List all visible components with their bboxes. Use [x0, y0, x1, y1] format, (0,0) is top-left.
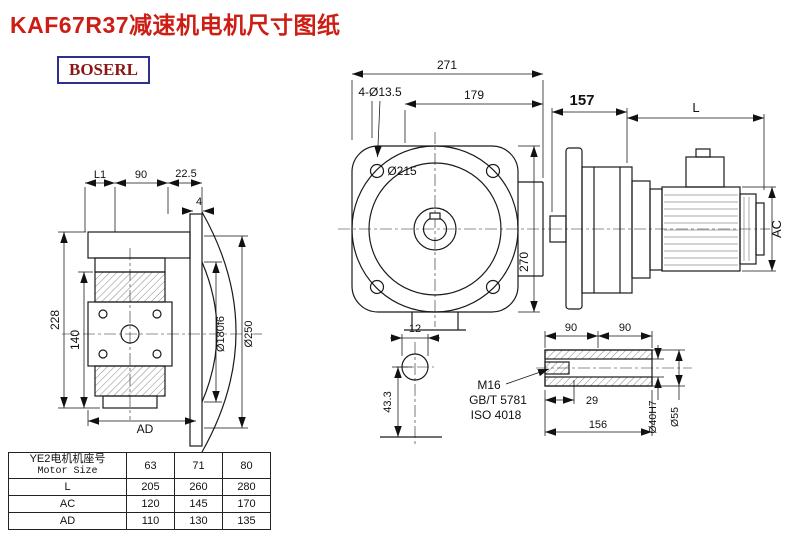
value-AD-63: 110 [126, 512, 175, 530]
row-label-AD: AD [8, 512, 127, 530]
bearing-cap-top [94, 271, 166, 303]
thread-m16-label: M16 [477, 378, 501, 392]
motor-fins [664, 194, 750, 266]
brand-logo: BOSERL [57, 56, 150, 84]
centerlines [62, 132, 770, 444]
dim-bolt-holes: 4-Ø13.5 [358, 85, 402, 99]
table-header-size-80: 80 [222, 452, 271, 479]
dim-bore-dia-40: Ø40H7 [647, 400, 659, 433]
dim-L: L [692, 100, 699, 115]
side-view [549, 147, 765, 310]
dim-43-3: 43.3 [382, 391, 394, 412]
table-header-row: YE2电机机座号 Motor Size 63 71 80 [8, 452, 271, 479]
bolt-hole [369, 279, 385, 295]
dim-90-shaft-left: 90 [565, 322, 577, 334]
table-header-cn: YE2电机机座号 [29, 453, 106, 465]
output-shaft [549, 215, 567, 243]
value-AC-63: 120 [126, 495, 175, 513]
dim-179: 179 [464, 88, 484, 102]
dim-29: 29 [586, 395, 598, 407]
gear-housing [581, 166, 633, 294]
value-L-80: 280 [222, 478, 271, 496]
dim-hub-dia-180: Ø180f6 [215, 316, 227, 352]
value-AC-71: 145 [174, 495, 223, 513]
dim-L1: L1 [94, 169, 106, 181]
bolt-hole [369, 163, 385, 179]
table-row-AD: AD 110 130 135 [8, 512, 271, 530]
table-header-en: Motor Size [37, 466, 98, 477]
dim-22-5: 22.5 [175, 168, 196, 180]
terminal-box [685, 156, 725, 188]
bearing-cap-bottom [94, 365, 166, 397]
row-label-L: L [8, 478, 127, 496]
value-AD-71: 130 [174, 512, 223, 530]
dim-AD: AD [137, 422, 154, 436]
dim-flange-dia-250: Ø250 [243, 321, 255, 348]
dimension-lines [58, 70, 776, 437]
flange-arc [201, 211, 237, 453]
shaft-detail-view [544, 349, 653, 387]
standard-gb-label: GB/T 5781 [469, 393, 527, 407]
dim-height-270: 270 [517, 252, 531, 272]
value-L-71: 260 [174, 478, 223, 496]
bolt-hole [485, 279, 501, 295]
dim-157: 157 [569, 92, 594, 109]
row-label-AC: AC [8, 495, 127, 513]
front-view [351, 145, 544, 331]
table-row-L: L 205 260 280 [8, 478, 271, 496]
left-view [87, 211, 237, 453]
motor-size-table: YE2电机机座号 Motor Size 63 71 80 L 205 260 2… [8, 452, 271, 530]
table-header-size-71: 71 [174, 452, 223, 479]
dim-outer-dia-55: Ø55 [669, 407, 681, 427]
dim-flange-dia-215: Ø215 [387, 164, 417, 178]
dim-4: 4 [196, 196, 202, 208]
dim-156: 156 [589, 419, 607, 431]
table-header-size-63: 63 [126, 452, 175, 479]
dim-140: 140 [68, 330, 82, 350]
dim-12: 12 [409, 323, 421, 335]
mounting-flange [565, 147, 583, 310]
page-title: KAF67R37减速机电机尺寸图纸 [10, 12, 341, 38]
dimension-labels: 271 179 4-Ø13.5 Ø215 270 157 L AC L1 90 … [48, 58, 784, 436]
flange-plate [189, 213, 203, 447]
dim-90-shaft-right: 90 [619, 322, 631, 334]
dim-271: 271 [437, 58, 457, 72]
standard-iso-label: ISO 4018 [471, 408, 522, 422]
threaded-hole [544, 361, 570, 375]
table-header-motor-size: YE2电机机座号 Motor Size [8, 452, 127, 479]
value-AC-80: 170 [222, 495, 271, 513]
table-row-AC: AC 120 145 170 [8, 495, 271, 513]
dim-90-left-view: 90 [135, 169, 147, 181]
bolt-hole [485, 163, 501, 179]
dim-AC: AC [769, 220, 784, 238]
value-AD-80: 135 [222, 512, 271, 530]
dim-228: 228 [48, 310, 62, 330]
value-L-63: 205 [126, 478, 175, 496]
